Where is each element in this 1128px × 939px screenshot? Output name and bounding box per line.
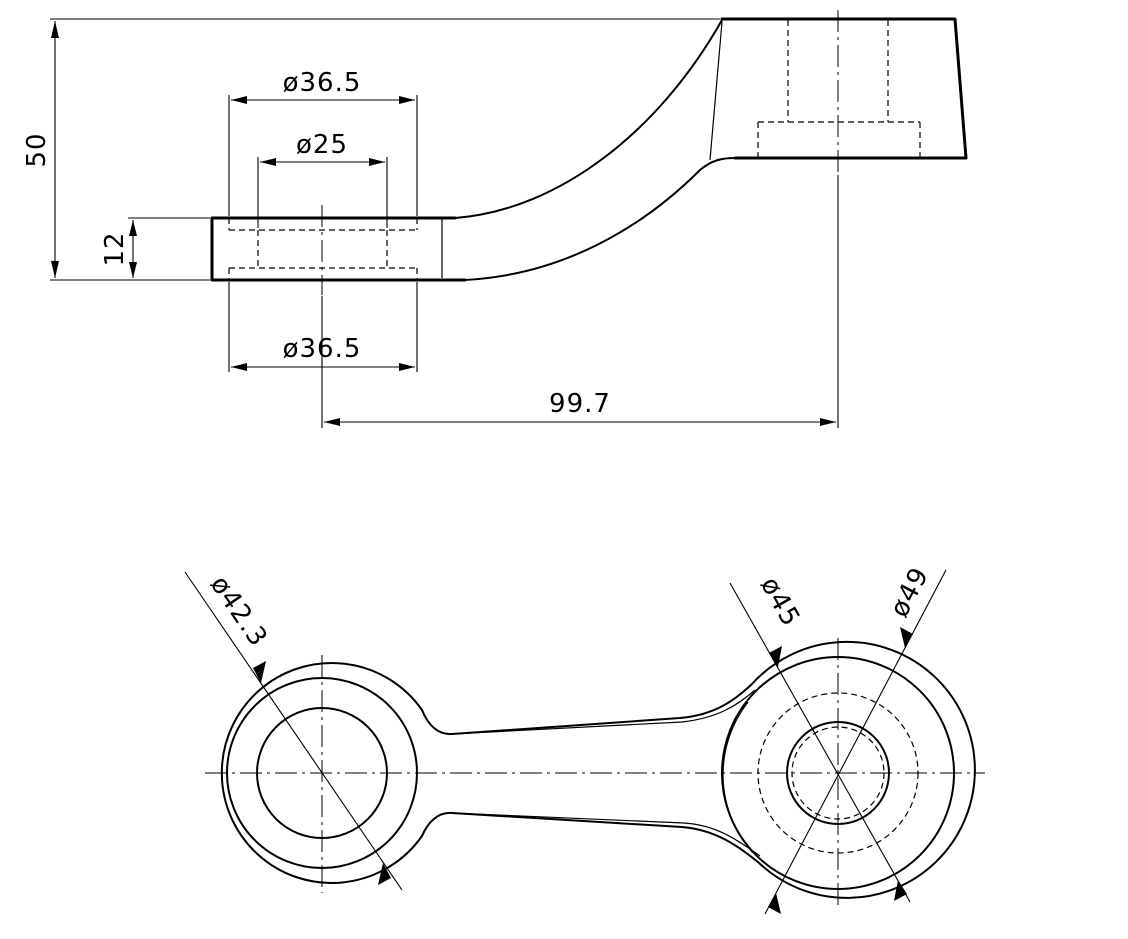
dim-height-total-label: 50 [22, 132, 52, 167]
dim-thickness: 12 [100, 217, 210, 278]
arm-bottom-edge [421, 811, 759, 863]
dim-thickness-label: 12 [100, 231, 130, 266]
arm-top-edge [421, 683, 753, 736]
left-hub-hidden-counterbore-top [228, 218, 418, 231]
side-view: 50 12 ø36.5 ø25 [22, 10, 968, 428]
arm-upper-curve [454, 19, 723, 219]
left-hub-hidden-counterbore-bottom [228, 267, 418, 280]
left-hub-outline [210, 216, 467, 282]
dim-counterbore-top-label: ø36.5 [283, 68, 362, 98]
dim-bore-label: ø25 [296, 130, 348, 160]
right-boss-hidden-bore [787, 20, 889, 122]
dim-center-distance-label: 99.7 [549, 389, 611, 419]
dim-left-diameter-label: ø42.3 [204, 570, 273, 652]
arm-seam-line [709, 21, 723, 161]
dim-counterbore-top: ø36.5 [228, 68, 418, 216]
dim-right-outer-diameter-label: ø49 [885, 562, 936, 622]
dim-bore: ø25 [257, 130, 388, 228]
dim-counterbore-bottom: ø36.5 [228, 282, 418, 372]
top-view: ø42.3 ø45 ø49 [184, 562, 985, 915]
dim-height-total: 50 [22, 18, 720, 281]
right-boss-hidden-counterbore [757, 121, 921, 158]
arm-top-edge-inner [451, 689, 756, 735]
right-boss-tangent-arc [722, 701, 753, 853]
dim-right-inner-diameter: ø45 [729, 572, 911, 903]
dim-left-diameter: ø42.3 [184, 570, 403, 891]
arm-lower-curve [464, 157, 736, 281]
dim-right-inner-diameter-label: ø45 [754, 572, 806, 632]
left-hub-hidden-bore [257, 230, 388, 268]
right-boss-outer-arc [751, 640, 976, 899]
dim-center-distance: 99.7 [321, 175, 839, 428]
